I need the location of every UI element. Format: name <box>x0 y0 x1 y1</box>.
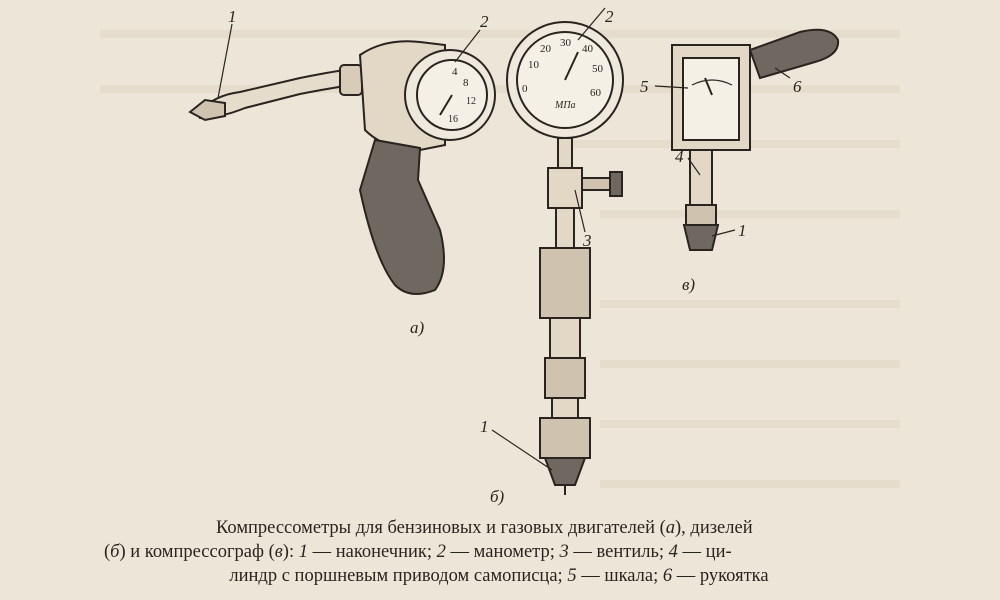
callout-b-2: 2 <box>605 7 614 26</box>
caption-num: 2 <box>436 542 446 562</box>
caption-ref-c: в <box>274 542 283 562</box>
compressometer-a: 4 8 12 16 1 2 а) <box>188 7 496 337</box>
gauge-b-unit: МПа <box>554 100 576 111</box>
caption-text: ( <box>104 542 111 562</box>
caption-text: — рукоятка <box>672 566 769 586</box>
caption-text: Компрессометры для бензиновых и газовых … <box>216 518 666 538</box>
gauge-b-tick: 50 <box>592 63 604 75</box>
sub-label-b: б) <box>490 487 505 506</box>
caption-text: линдр с поршневым приводом самописца; <box>229 566 568 586</box>
caption-text: ) и компрессограф ( <box>119 542 275 562</box>
caption-num: 5 <box>567 566 577 586</box>
caption-text: — вентиль; <box>568 542 669 562</box>
callout-b-3: 3 <box>582 231 592 250</box>
gauge-a-tick: 8 <box>463 77 469 89</box>
compressograph-c: 5 6 4 1 в) <box>640 28 840 294</box>
caption-num: 1 <box>298 542 308 562</box>
compressometer-b: 0 10 20 30 40 50 60 МПа 2 3 1 б) <box>480 7 624 506</box>
sub-label-a: а) <box>410 318 425 337</box>
gauge-a-tick: 16 <box>448 114 458 125</box>
gauge-b-tick: 0 <box>522 83 528 95</box>
caption-text: ): <box>282 542 299 562</box>
caption-num: 3 <box>559 542 569 562</box>
gauge-b-tick: 40 <box>582 43 594 55</box>
gauge-b-tick: 20 <box>540 43 552 55</box>
gauge-b-tick: 30 <box>560 37 572 49</box>
caption-text: — ци- <box>677 542 732 562</box>
caption-text: — шкала; <box>576 566 663 586</box>
callout-c-1: 1 <box>738 221 747 240</box>
caption-ref-b: б <box>110 542 120 562</box>
caption-num: 4 <box>668 542 678 562</box>
caption-text: — манометр; <box>445 542 560 562</box>
compressometer-figure: 4 8 12 16 1 2 а) 0 10 20 30 40 50 60 МПа <box>188 7 840 506</box>
caption-ref-a: а <box>665 518 676 538</box>
callout-a-2: 2 <box>480 12 489 31</box>
gauge-a-tick: 12 <box>466 96 476 107</box>
callout-b-1: 1 <box>480 417 489 436</box>
sub-label-c: в) <box>682 275 695 294</box>
callout-c-6: 6 <box>793 77 802 96</box>
gauge-b-tick: 60 <box>590 87 602 99</box>
caption-text: — наконечник; <box>307 542 437 562</box>
callout-c-4: 4 <box>675 147 684 166</box>
figure-caption: Компрессометры для бензиновых и газовых … <box>104 516 894 588</box>
gauge-b-tick: 10 <box>528 59 540 71</box>
caption-num: 6 <box>662 566 673 586</box>
callout-c-5: 5 <box>640 77 649 96</box>
caption-text: ), дизелей <box>675 518 753 538</box>
gauge-a-tick: 4 <box>452 66 458 78</box>
callout-a-1: 1 <box>228 7 237 26</box>
